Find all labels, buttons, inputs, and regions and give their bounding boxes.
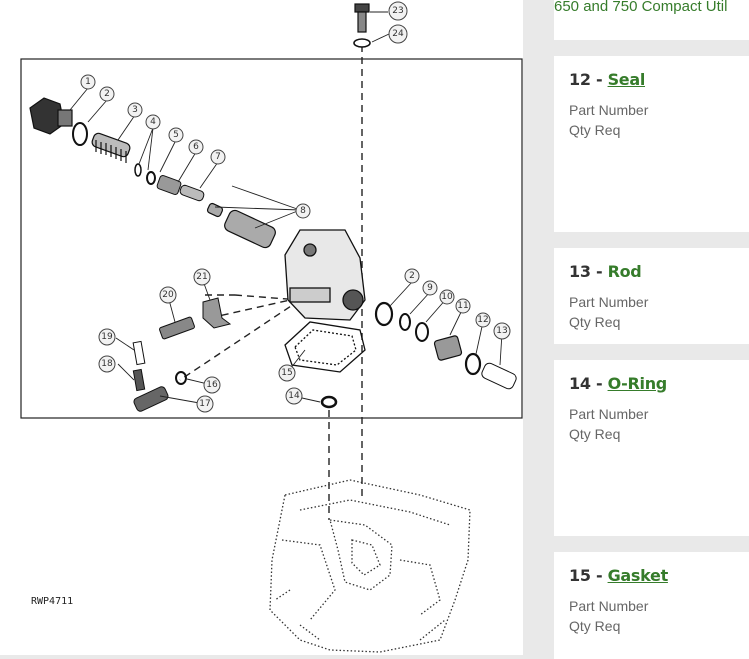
bolt-part [353,3,371,48]
part-separator: - [590,262,608,281]
part-number-label: Part Number [569,102,649,118]
part-name-link-seal[interactable]: Seal [607,70,646,89]
part-title: 14 - O-Ring [569,374,667,393]
callout-label-19: 19 [101,332,113,342]
spring-part [91,132,131,163]
parts-list: 650 and 750 Compact Util 12 - Seal Part … [554,0,749,659]
part-separator: - [590,70,608,89]
diagram-frame [20,58,523,419]
part-index: 13 [569,262,591,281]
diagram-reference-code: RWP4711 [31,596,73,607]
qty-req-label: Qty Req [569,314,621,330]
part-card-13: 13 - Rod Part Number Qty Req [554,248,749,344]
part-card-12: 12 - Seal Part Number Qty Req [554,56,749,232]
callout-label-1: 1 [85,77,91,87]
callout-label-6: 6 [193,142,199,152]
callout-label-2b: 2 [409,271,415,281]
valve-spool-part [206,202,276,249]
model-header-card: 650 and 750 Compact Util [554,0,749,40]
qty-req-label: Qty Req [569,618,621,634]
part-card-14: 14 - O-Ring Part Number Qty Req [554,360,749,536]
callout-label-9: 9 [427,283,433,293]
qty-req-label: Qty Req [569,426,621,442]
callout-label-2: 2 [104,89,110,99]
exploded-parts-diagram: 1 2 3 4 5 6 7 8 2 9 10 11 12 13 14 15 16… [0,0,523,655]
callout-label-11: 11 [457,301,468,311]
callout-label-20: 20 [162,290,174,300]
part-title: 13 - Rod [569,262,642,281]
callout-label-16: 16 [206,380,218,390]
callout-label-7: 7 [215,152,221,162]
part-number-label: Part Number [569,406,649,422]
model-breadcrumb-link[interactable]: 650 and 750 Compact Util [554,0,728,15]
callout-label-15: 15 [281,368,292,378]
part-number-label: Part Number [569,294,649,310]
callout-label-10: 10 [441,292,453,302]
callout-label-21: 21 [196,272,207,282]
part-title: 15 - Gasket [569,566,668,585]
part-index: 15 [569,566,591,585]
washer-part [72,122,88,146]
callout-label-8: 8 [300,206,306,216]
part-separator: - [590,566,608,585]
valve-body-part [284,229,366,321]
callout-label-13: 13 [496,326,507,336]
callout-circles [80,1,511,413]
part-name-link-o-ring[interactable]: O-Ring [607,374,668,393]
callout-label-3: 3 [132,105,138,115]
callout-label-14: 14 [288,391,300,401]
callout-label-5: 5 [173,130,179,140]
gasket-part [284,321,366,373]
callout-label-17: 17 [199,399,210,409]
callout-label-18: 18 [101,359,113,369]
part-title: 12 - Seal [569,70,645,89]
part-index: 14 [569,374,591,393]
callout-label-23: 23 [392,6,403,16]
callout-label-12: 12 [477,315,488,325]
part-separator: - [590,374,608,393]
qty-req-label: Qty Req [569,122,621,138]
housing-part [269,479,471,653]
fitting-part [29,97,73,135]
part-number-label: Part Number [569,598,649,614]
callout-label-4: 4 [150,117,156,127]
part-index: 12 [569,70,591,89]
part-name-link-rod[interactable]: Rod [607,262,642,281]
part-card-15: 15 - Gasket Part Number Qty Req [554,552,749,659]
part-name-link-gasket[interactable]: Gasket [607,566,669,585]
callout-label-24: 24 [392,29,404,39]
